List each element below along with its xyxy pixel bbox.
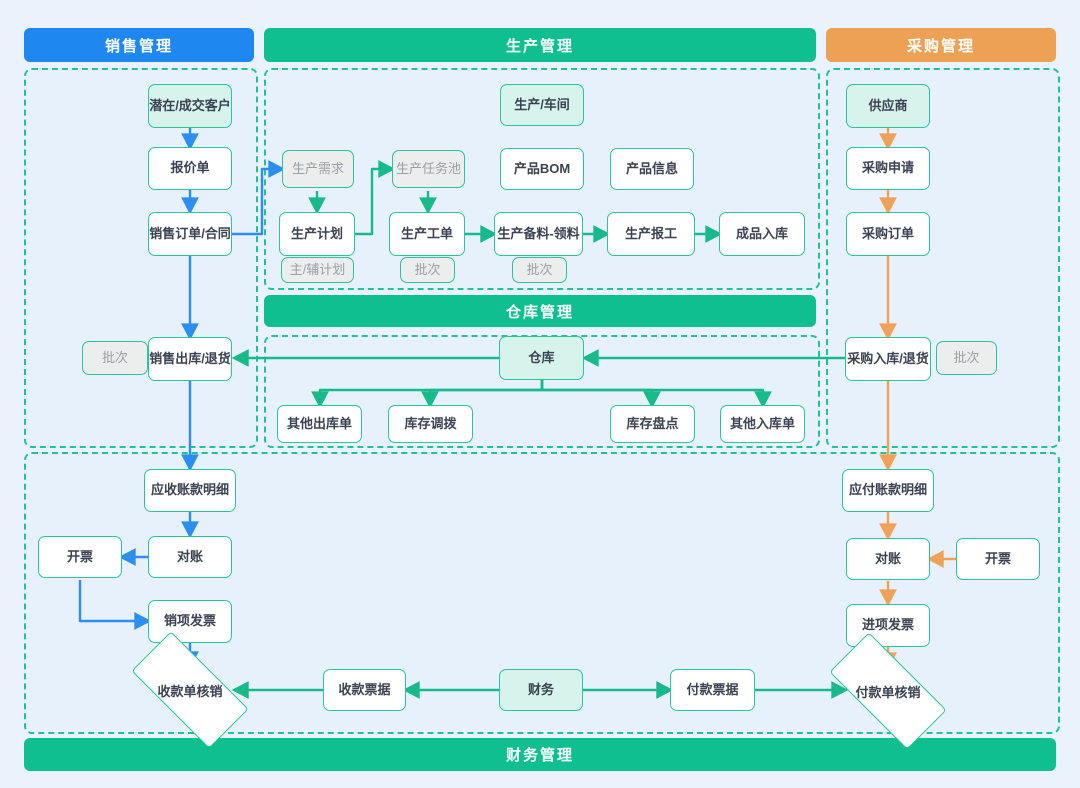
node-production-picking[interactable]: 生产备料-领料 [494, 212, 583, 256]
node-product-bom[interactable]: 产品BOM [500, 148, 584, 190]
node-potential-customer[interactable]: 潜在/成交客户 [148, 84, 232, 128]
node-ap-reconciliation[interactable]: 对账 [846, 538, 930, 580]
node-work-order-batch[interactable]: 批次 [400, 257, 455, 283]
node-ar-invoicing[interactable]: 开票 [38, 536, 122, 578]
node-finance[interactable]: 财务 [499, 669, 583, 711]
node-purchase-invoice[interactable]: 进项发票 [846, 604, 930, 647]
section-title-production: 生产管理 [505, 37, 574, 55]
section-title-purchase: 采购管理 [906, 37, 975, 55]
node-sales-invoice[interactable]: 销项发票 [148, 600, 232, 643]
node-finished-goods-inbound[interactable]: 成品入库 [719, 212, 805, 256]
node-purchase-requisition[interactable]: 采购申请 [846, 147, 930, 190]
node-purchase-order[interactable]: 采购订单 [846, 212, 930, 256]
node-production-plan[interactable]: 生产计划 [279, 212, 355, 256]
frame-purchase [826, 68, 1060, 448]
frame-sales [24, 68, 258, 448]
node-other-inbound[interactable]: 其他入库单 [720, 405, 805, 443]
node-production-plan-sub[interactable]: 主/辅计划 [281, 257, 354, 283]
payment-offset-label: 付款单核销 [855, 684, 921, 700]
node-receipt-offset[interactable]: 收款单核销 [131, 631, 249, 749]
node-workshop[interactable]: 生产/车间 [500, 84, 584, 126]
node-ar-detail[interactable]: 应收账款明细 [144, 469, 236, 512]
node-payment-document[interactable]: 付款票据 [670, 669, 755, 711]
section-header-warehouse: 仓库管理 [264, 295, 816, 327]
section-header-sales: 销售管理 [24, 28, 254, 62]
node-receipt-document[interactable]: 收款票据 [323, 669, 406, 711]
node-product-info[interactable]: 产品信息 [610, 148, 694, 190]
node-sales-order[interactable]: 销售订单/合同 [148, 212, 232, 256]
receipt-offset-label: 收款单核销 [157, 683, 223, 699]
node-production-demand[interactable]: 生产需求 [282, 150, 354, 188]
node-purchase-inbound[interactable]: 采购入库/退货 [845, 337, 931, 381]
section-header-production: 生产管理 [264, 28, 816, 62]
node-picking-batch[interactable]: 批次 [512, 257, 567, 283]
node-stocktake[interactable]: 库存盘点 [610, 405, 695, 443]
node-payment-offset[interactable]: 付款单核销 [829, 632, 947, 750]
node-ap-detail[interactable]: 应付账款明细 [842, 469, 934, 512]
node-sales-batch[interactable]: 批次 [82, 341, 148, 375]
node-sales-outbound[interactable]: 销售出库/退货 [148, 337, 232, 381]
node-production-report[interactable]: 生产报工 [607, 212, 695, 256]
node-production-work-order[interactable]: 生产工单 [389, 212, 465, 256]
node-quotation[interactable]: 报价单 [148, 147, 232, 190]
node-ap-invoicing[interactable]: 开票 [956, 538, 1040, 580]
node-production-task-pool[interactable]: 生产任务池 [392, 150, 465, 188]
section-header-purchase: 采购管理 [826, 28, 1056, 62]
node-ar-reconciliation[interactable]: 对账 [148, 536, 232, 578]
node-other-outbound[interactable]: 其他出库单 [277, 405, 362, 443]
node-supplier[interactable]: 供应商 [846, 84, 930, 128]
node-purchase-batch[interactable]: 批次 [936, 341, 997, 375]
section-title-finance: 财务管理 [505, 747, 574, 764]
section-header-finance: 财务管理 [24, 738, 1056, 771]
node-inventory-transfer[interactable]: 库存调拨 [388, 405, 473, 443]
section-title-sales: 销售管理 [104, 37, 173, 55]
section-title-warehouse: 仓库管理 [505, 303, 574, 321]
node-warehouse[interactable]: 仓库 [499, 336, 584, 380]
